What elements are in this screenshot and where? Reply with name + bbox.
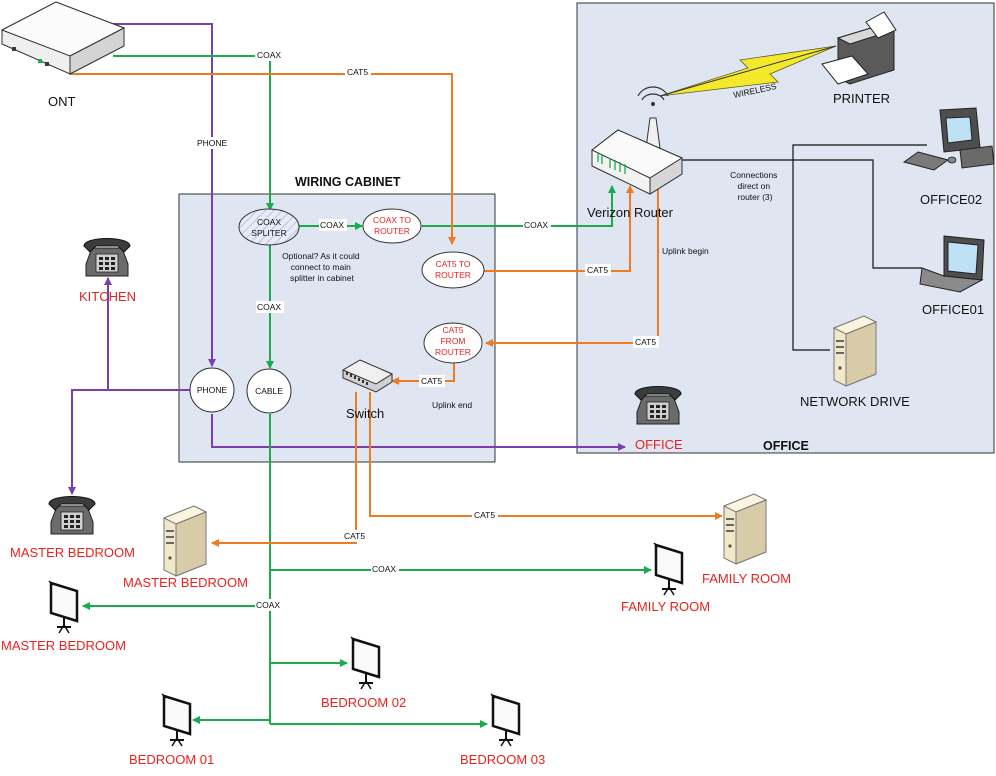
office-box	[576, 2, 995, 454]
uplink-begin-note: Uplink begin	[662, 246, 709, 256]
coax-to-router-line2: ROUTER	[374, 226, 410, 236]
cat5-wire-switch	[391, 362, 455, 385]
kitchen-label: KITCHEN	[79, 289, 136, 304]
ont-label: ONT	[48, 94, 76, 109]
family-room-pc-icon	[723, 493, 767, 565]
cat5-wire-ont	[70, 73, 456, 245]
family-room-tv-icon	[652, 541, 684, 597]
bedroom02-tv-icon	[349, 635, 381, 691]
bedroom02-label: BEDROOM 02	[321, 695, 406, 710]
connections-note: Connections direct on router (3)	[730, 170, 780, 202]
family-room-pc-label: FAMILY ROOM	[702, 571, 791, 586]
ont-device	[0, 1, 126, 75]
coax-splitter-line1: COAX	[257, 217, 281, 227]
phone-node	[189, 367, 235, 413]
cat5-to-router-node	[421, 251, 485, 289]
router-label: Verizon Router	[587, 205, 674, 220]
cat5-from-router-line2: FROM	[440, 336, 465, 346]
coax-splitter-router-label: COAX	[320, 220, 344, 230]
coax-wire-ont	[113, 55, 274, 211]
cat5-router-out-label: CAT5	[635, 337, 656, 347]
wiring-cabinet-title: WIRING CABINET	[295, 175, 401, 189]
coax-to-router-line1: COAX TO	[373, 215, 411, 225]
master-bedroom-phone-label: MASTER BEDROOM	[10, 545, 135, 560]
bedroom03-tv-icon	[489, 692, 521, 748]
phone-node-label: PHONE	[197, 385, 228, 395]
coax-top-label: COAX	[257, 50, 281, 60]
phone-wire-ont	[113, 23, 216, 367]
office-title: OFFICE	[763, 439, 809, 453]
printer-icon	[821, 11, 897, 85]
lan-wire-office02	[633, 159, 922, 269]
office-phone-label: OFFICE	[635, 437, 683, 452]
cat5-to-router-line2: ROUTER	[435, 270, 471, 280]
cat5-switch-label: CAT5	[421, 376, 442, 386]
bedroom03-label: BEDROOM 03	[460, 752, 545, 767]
printer-label: PRINTER	[833, 91, 890, 106]
coax-splitter-line2: SPLITER	[251, 228, 286, 238]
router-icon	[591, 86, 684, 195]
family-room-tv-label: FAMILY ROOM	[621, 599, 710, 614]
coax-family-label: COAX	[372, 564, 396, 574]
cat5-router-in-label: CAT5	[587, 265, 608, 275]
network-drive-icon	[833, 315, 877, 387]
cable-node	[246, 368, 292, 414]
switch-icon	[341, 359, 394, 393]
office01-label: OFFICE01	[922, 302, 984, 317]
master-bedroom-phone-icon	[48, 496, 96, 535]
optional-note: Optional? As it could connect to main sp…	[282, 251, 362, 283]
switch-label: Switch	[346, 406, 384, 421]
bedroom01-tv-icon	[160, 692, 192, 748]
cat5-family-label: CAT5	[474, 510, 495, 520]
cat5-wire-router-in	[484, 185, 634, 272]
master-bedroom-pc-icon	[163, 505, 207, 577]
network-drive-label: NETWORK DRIVE	[800, 394, 910, 409]
master-bedroom-tv-icon	[47, 579, 79, 635]
cat5-from-router-line3: ROUTER	[435, 347, 471, 357]
phone-wire-master	[68, 389, 108, 495]
bedroom01-label: BEDROOM 01	[129, 752, 214, 767]
coax-router-label: COAX	[524, 220, 548, 230]
laptop-icon	[919, 235, 985, 293]
cat5-master-label: CAT5	[344, 531, 365, 541]
cat5-from-router-node	[423, 322, 483, 364]
office-phone-icon	[634, 386, 682, 425]
coax-splitter-node	[238, 208, 300, 246]
coax-master-label: COAX	[256, 600, 280, 610]
uplink-end-note: Uplink end	[432, 400, 472, 410]
coax-to-router-node	[362, 208, 422, 244]
phone-wire-office	[211, 414, 626, 451]
desktop-pc-icon	[902, 107, 995, 171]
coax-wire-router	[422, 185, 616, 227]
lan-wire-drive	[792, 144, 927, 351]
office02-label: OFFICE02	[920, 192, 982, 207]
cable-node-label: CABLE	[255, 386, 283, 396]
phone-wire-label: PHONE	[197, 138, 228, 148]
cat5-wire-family	[369, 392, 723, 520]
coax-cable-label: COAX	[257, 302, 281, 312]
cat5-from-router-line1: CAT5	[442, 325, 463, 335]
wire-labels: COAX CAT5 PHONE COAX COAX COAX CAT5 CAT5…	[196, 49, 778, 611]
cat5-top-label: CAT5	[347, 67, 368, 77]
kitchen-phone-icon	[83, 238, 131, 277]
master-bedroom-tv-label: MASTER BEDROOM	[1, 638, 126, 653]
wireless-link	[659, 45, 837, 97]
master-bedroom-pc-label: MASTER BEDROOM	[123, 575, 248, 590]
cat5-wire-master	[211, 392, 357, 547]
cat5-to-router-line1: CAT5 TO	[436, 259, 471, 269]
